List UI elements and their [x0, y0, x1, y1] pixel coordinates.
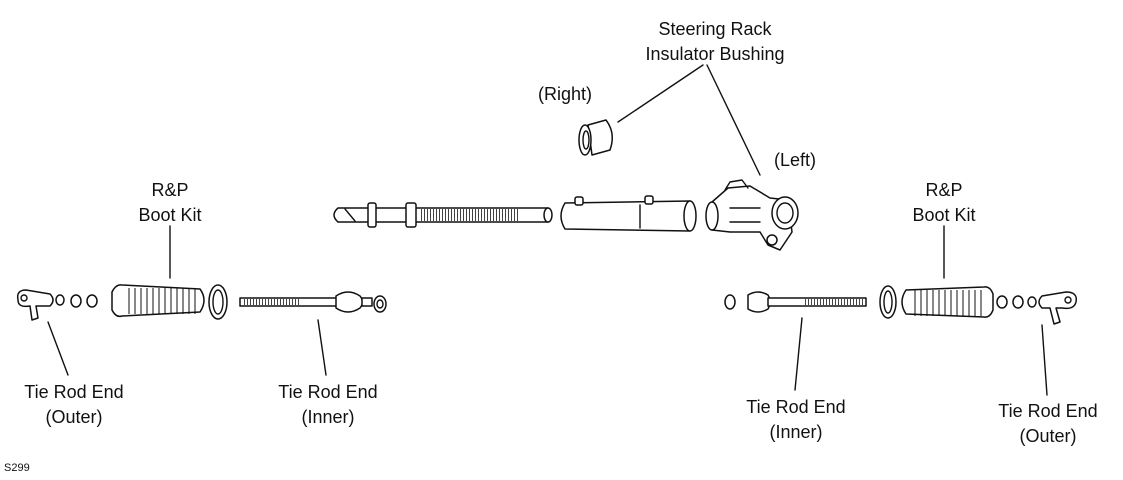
label-tie-rod-outer-left-line1: Tie Rod End: [24, 382, 124, 402]
label-tie-rod-inner-left: Tie Rod End (Inner): [258, 380, 398, 430]
boot-clamp-left: [208, 284, 228, 320]
tie-rod-end-inner-left: [239, 291, 387, 313]
label-left: (Left): [773, 150, 816, 170]
label-tie-rod-inner-left-line2: (Inner): [301, 407, 355, 427]
gear-housing: [705, 179, 799, 251]
label-tie-rod-inner-right-line1: Tie Rod End: [746, 397, 846, 417]
label-insulator-bushing-line2: Insulator Bushing: [645, 44, 785, 64]
label-boot-kit-left-line2: Boot Kit: [138, 205, 202, 225]
label-tie-rod-inner-right: Tie Rod End (Inner): [726, 395, 866, 445]
label-tie-rod-inner-left-line1: Tie Rod End: [278, 382, 378, 402]
label-tie-rod-outer-right-line2: (Outer): [1019, 426, 1077, 446]
boot-left: [111, 284, 205, 318]
boot-right: [901, 286, 994, 318]
boot-clamp-right: [879, 285, 897, 319]
label-tie-rod-inner-right-line2: (Inner): [769, 422, 823, 442]
label-boot-kit-right: R&P Boot Kit: [894, 178, 994, 228]
figure-code: S299: [4, 462, 30, 474]
label-insulator-bushing-line1: Steering Rack: [658, 19, 772, 39]
leader-lines: [47, 64, 1048, 396]
label-tie-rod-outer-left-line2: (Outer): [45, 407, 103, 427]
label-tie-rod-outer-left: Tie Rod End (Outer): [4, 380, 144, 430]
nuts-right: [996, 295, 1037, 309]
steering-rack-shaft: [333, 202, 553, 228]
label-boot-kit-left-line1: R&P: [151, 180, 189, 200]
insulator-bushing-right: [578, 119, 613, 156]
label-boot-kit-right-line1: R&P: [925, 180, 963, 200]
tie-rod-end-outer-right: [1038, 291, 1078, 325]
label-insulator-bushing: Steering Rack Insulator Bushing: [620, 17, 810, 67]
rack-housing-tube: [560, 195, 697, 232]
tie-rod-end-inner-right: [724, 291, 867, 313]
label-tie-rod-outer-right: Tie Rod End (Outer): [978, 399, 1118, 449]
label-tie-rod-outer-right-line1: Tie Rod End: [998, 401, 1098, 421]
nuts-left: [55, 294, 98, 308]
tie-rod-end-outer-left: [16, 289, 54, 321]
label-right: (Right): [537, 84, 592, 104]
label-boot-kit-left: R&P Boot Kit: [120, 178, 220, 228]
label-boot-kit-right-line2: Boot Kit: [912, 205, 976, 225]
